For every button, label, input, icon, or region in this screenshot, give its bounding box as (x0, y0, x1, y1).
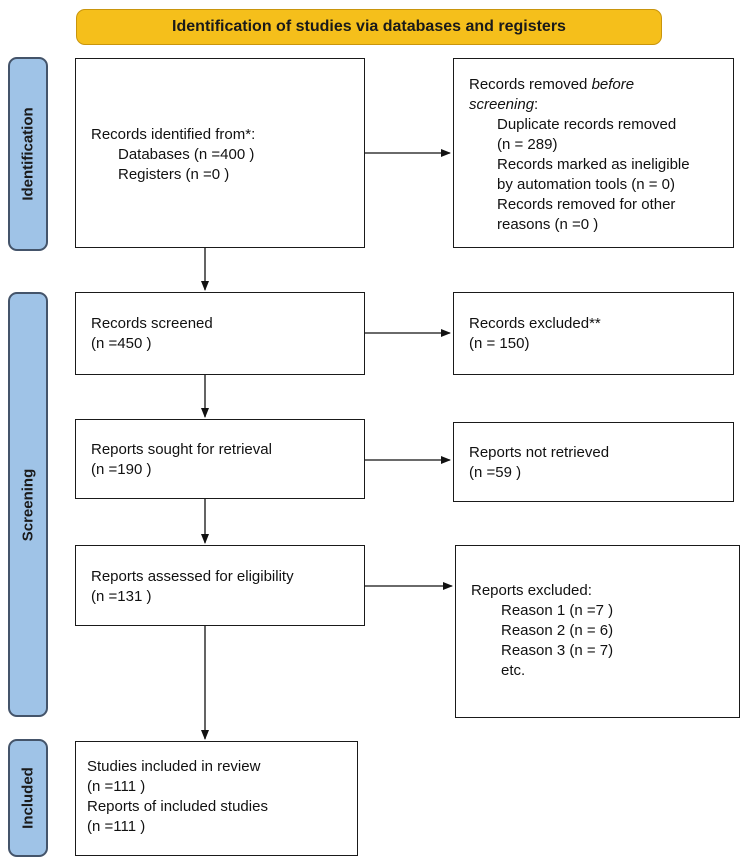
reports-assessed-label: Reports assessed for eligibility (91, 568, 294, 585)
included-reports-label: Reports of included studies (87, 798, 268, 815)
box-records-identified: Records identified from*: Databases (n =… (75, 58, 365, 248)
other-line-1: Records removed for other (497, 196, 676, 213)
box-reports-assessed: Reports assessed for eligibility (n =131… (75, 545, 365, 626)
reports-not-retrieved-label: Reports not retrieved (469, 444, 610, 461)
box-reports-excluded: Reports excluded: Reason 1 (n =7 ) Reaso… (455, 545, 740, 718)
reason-3: Reason 3 (n = 7) (501, 642, 614, 659)
ineligible-line-2: by automation tools (n = 0) (497, 176, 676, 193)
box-studies-included: Studies included in review (n =111 ) Rep… (75, 741, 358, 856)
records-identified-label: Records identified from*: (91, 126, 256, 143)
records-excluded-label: Records excluded** (469, 315, 601, 332)
phase-included: Included (8, 739, 48, 857)
duplicates-line-2: (n = 289) (497, 136, 558, 153)
duplicates-line-1: Duplicate records removed (497, 116, 677, 133)
reports-not-retrieved-count: (n =59 ) (469, 464, 522, 481)
header-title: Identification of studies via databases … (172, 18, 566, 35)
box-reports-not-retrieved: Reports not retrieved (n =59 ) (453, 422, 734, 502)
included-reports-count: (n =111 ) (87, 818, 146, 835)
records-screened-label: Records screened (91, 315, 213, 332)
records-removed-heading-2: screening: (469, 96, 539, 113)
reports-sought-label: Reports sought for retrieval (91, 441, 272, 458)
records-screened-count: (n =450 ) (91, 335, 152, 352)
box-reports-sought: Reports sought for retrieval (n =190 ) (75, 419, 365, 499)
reports-sought-count: (n =190 ) (91, 461, 152, 478)
box-records-removed: Records removed before screening: Duplic… (453, 58, 734, 248)
reason-1: Reason 1 (n =7 ) (501, 602, 614, 619)
reports-excluded-label: Reports excluded: (471, 582, 592, 599)
diagram-header: Identification of studies via databases … (76, 9, 662, 45)
studies-included-label: Studies included in review (87, 758, 261, 775)
reason-2: Reason 2 (n = 6) (501, 622, 614, 639)
phase-identification: Identification (8, 57, 48, 251)
reason-etc: etc. (501, 662, 526, 679)
phase-screening: Screening (8, 292, 48, 717)
records-excluded-count: (n = 150) (469, 335, 530, 352)
ineligible-line-1: Records marked as ineligible (497, 156, 690, 173)
databases-count: Databases (n =400 ) (118, 146, 255, 163)
box-records-excluded: Records excluded** (n = 150) (453, 292, 734, 375)
reports-assessed-count: (n =131 ) (91, 588, 152, 605)
registers-count: Registers (n =0 ) (118, 166, 230, 183)
studies-included-count: (n =111 ) (87, 778, 146, 795)
box-records-screened: Records screened (n =450 ) (75, 292, 365, 375)
records-removed-heading: Records removed before (469, 76, 635, 93)
other-line-2: reasons (n =0 ) (497, 216, 599, 233)
